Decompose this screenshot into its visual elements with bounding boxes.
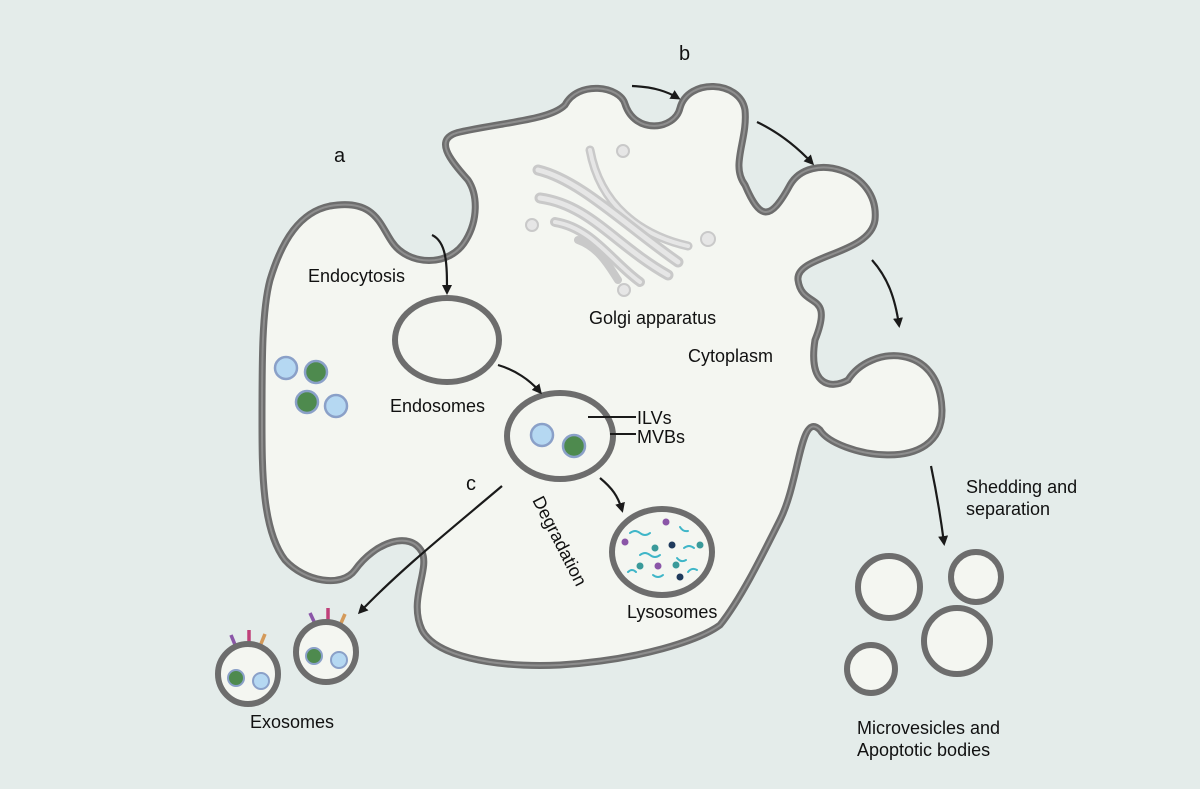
cytoplasm-vesicles <box>273 355 349 419</box>
label-a: a <box>334 145 346 167</box>
label-c: c <box>466 473 476 495</box>
ilvs-label: ILVs <box>637 408 672 428</box>
exosome-right <box>293 608 359 685</box>
microvesicles <box>844 549 1004 696</box>
label-b: b <box>679 43 691 65</box>
arrow-b-2 <box>756 121 815 166</box>
shedding-label-line1: Shedding and <box>966 477 1078 497</box>
arrow-mvb-to-lysosome <box>599 477 625 513</box>
endosomes-label: Endosomes <box>390 396 486 416</box>
endocytosis-label: Endocytosis <box>308 266 406 286</box>
golgi-apparatus <box>525 144 716 297</box>
arrow-b-1 <box>631 84 681 100</box>
ilv-dark <box>561 433 587 459</box>
microvesicles-label-line2: Apoptotic bodies <box>857 740 991 760</box>
arrows <box>357 84 949 615</box>
mvbs-label: MVBs <box>637 427 686 447</box>
shedding-label-line2: separation <box>966 499 1051 519</box>
golgi-label: Golgi apparatus <box>589 308 717 328</box>
exosomes-label: Exosomes <box>250 712 335 732</box>
mvb <box>504 390 616 482</box>
cell-membrane <box>258 83 946 669</box>
arrow-b-3 <box>871 259 903 328</box>
ilv-light <box>529 422 555 448</box>
microvesicles-label-line1: Microvesicles and <box>857 718 1001 738</box>
lysosomes-label: Lysosomes <box>627 602 718 622</box>
arrow-mvb-to-exosome <box>357 485 503 615</box>
exosome-left <box>215 630 281 707</box>
arrow-endosome-to-mvb <box>497 363 542 395</box>
cytoplasm-label: Cytoplasm <box>688 346 774 366</box>
arrow-shedding <box>929 465 949 546</box>
endosome <box>392 295 502 385</box>
arrow-endocytosis <box>431 234 452 295</box>
lysosome <box>609 506 715 598</box>
